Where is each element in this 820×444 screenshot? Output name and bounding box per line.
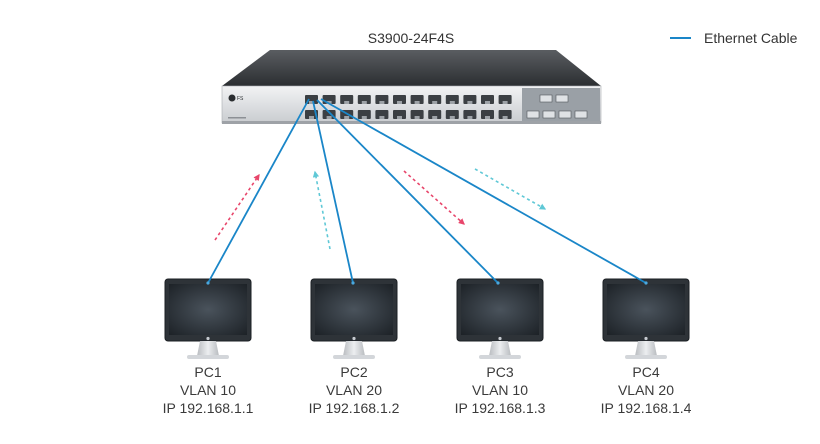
rj45-port — [428, 95, 442, 104]
switch-model-label: S3900-24F4S — [368, 30, 454, 46]
pc-vlan-label: VLAN 20 — [326, 382, 382, 398]
rj45-port — [357, 110, 371, 119]
arrow-pc2-to-switch — [312, 170, 331, 250]
sfp-port — [555, 94, 569, 103]
pc-name-label: PC1 — [194, 364, 221, 380]
monitor-base — [625, 355, 667, 359]
monitor-screen — [461, 284, 539, 335]
legend: Ethernet Cable — [670, 30, 798, 46]
rj45-port — [340, 95, 354, 104]
power-led-icon — [352, 336, 356, 341]
pc-ip-label: IP 192.168.1.1 — [163, 400, 254, 416]
sfp-port — [558, 110, 572, 119]
pc-vlan-label: VLAN 10 — [472, 382, 528, 398]
brand-mark: FS — [237, 96, 244, 102]
rj45-port — [445, 95, 459, 104]
monitor-screen — [315, 284, 393, 335]
monitor-stand — [635, 341, 657, 356]
sfp-port — [542, 110, 556, 119]
monitor-stand — [197, 341, 219, 356]
rj45-port — [498, 95, 512, 104]
cable-pc3 — [316, 99, 499, 284]
rj45-port — [375, 95, 389, 104]
rj45-port — [445, 110, 459, 119]
pc-ip-label: IP 192.168.1.4 — [601, 400, 692, 416]
rj45-port — [393, 110, 406, 119]
cable-pc1 — [207, 98, 310, 284]
monitor-base — [187, 355, 229, 359]
traffic-arrows — [214, 168, 547, 250]
rj45-port — [463, 95, 477, 104]
rj45-port — [498, 110, 512, 119]
arrow-pc1-to-switch — [214, 173, 260, 241]
monitor-screen — [169, 284, 247, 335]
rj45-port — [463, 110, 477, 119]
pc-vlan-label: VLAN 10 — [180, 382, 236, 398]
legend-label: Ethernet Cable — [704, 30, 798, 46]
rj45-port — [481, 110, 494, 119]
pc-name-label: PC2 — [340, 364, 367, 380]
arrow-switch-to-pc4 — [474, 168, 547, 210]
pc-name-label: PC3 — [486, 364, 513, 380]
fs-logo-icon — [228, 94, 236, 102]
power-led-icon — [498, 336, 502, 341]
cable-pc2 — [312, 100, 354, 284]
rj45-port — [393, 95, 406, 104]
sfp-port — [539, 94, 553, 103]
rj45-port — [428, 110, 442, 119]
power-led-icon — [644, 336, 648, 341]
sfp-port-block — [526, 94, 588, 119]
monitor-base — [333, 355, 375, 359]
network-switch: FS — [221, 50, 602, 124]
rj45-port — [481, 95, 494, 104]
sfp-port — [526, 110, 540, 119]
pc-vlan-label: VLAN 20 — [618, 382, 674, 398]
switch-port-block — [305, 95, 512, 119]
pc-ip-label: IP 192.168.1.3 — [455, 400, 546, 416]
monitor-base — [479, 355, 521, 359]
pc-name-label: PC4 — [632, 364, 659, 380]
rj45-port — [375, 110, 389, 119]
monitor-screen — [607, 284, 685, 335]
power-led-icon — [206, 336, 210, 341]
cable-pc4 — [320, 98, 647, 284]
rj45-port — [410, 95, 424, 104]
ethernet-cables — [206, 98, 648, 285]
pc-ip-label: IP 192.168.1.2 — [309, 400, 400, 416]
arrow-switch-to-pc3 — [403, 170, 465, 225]
monitor-stand — [489, 341, 511, 356]
monitor-stand — [343, 341, 365, 356]
switch-top — [222, 50, 601, 86]
sfp-port — [574, 110, 588, 119]
rj45-port — [357, 95, 371, 104]
rj45-port — [410, 110, 424, 119]
